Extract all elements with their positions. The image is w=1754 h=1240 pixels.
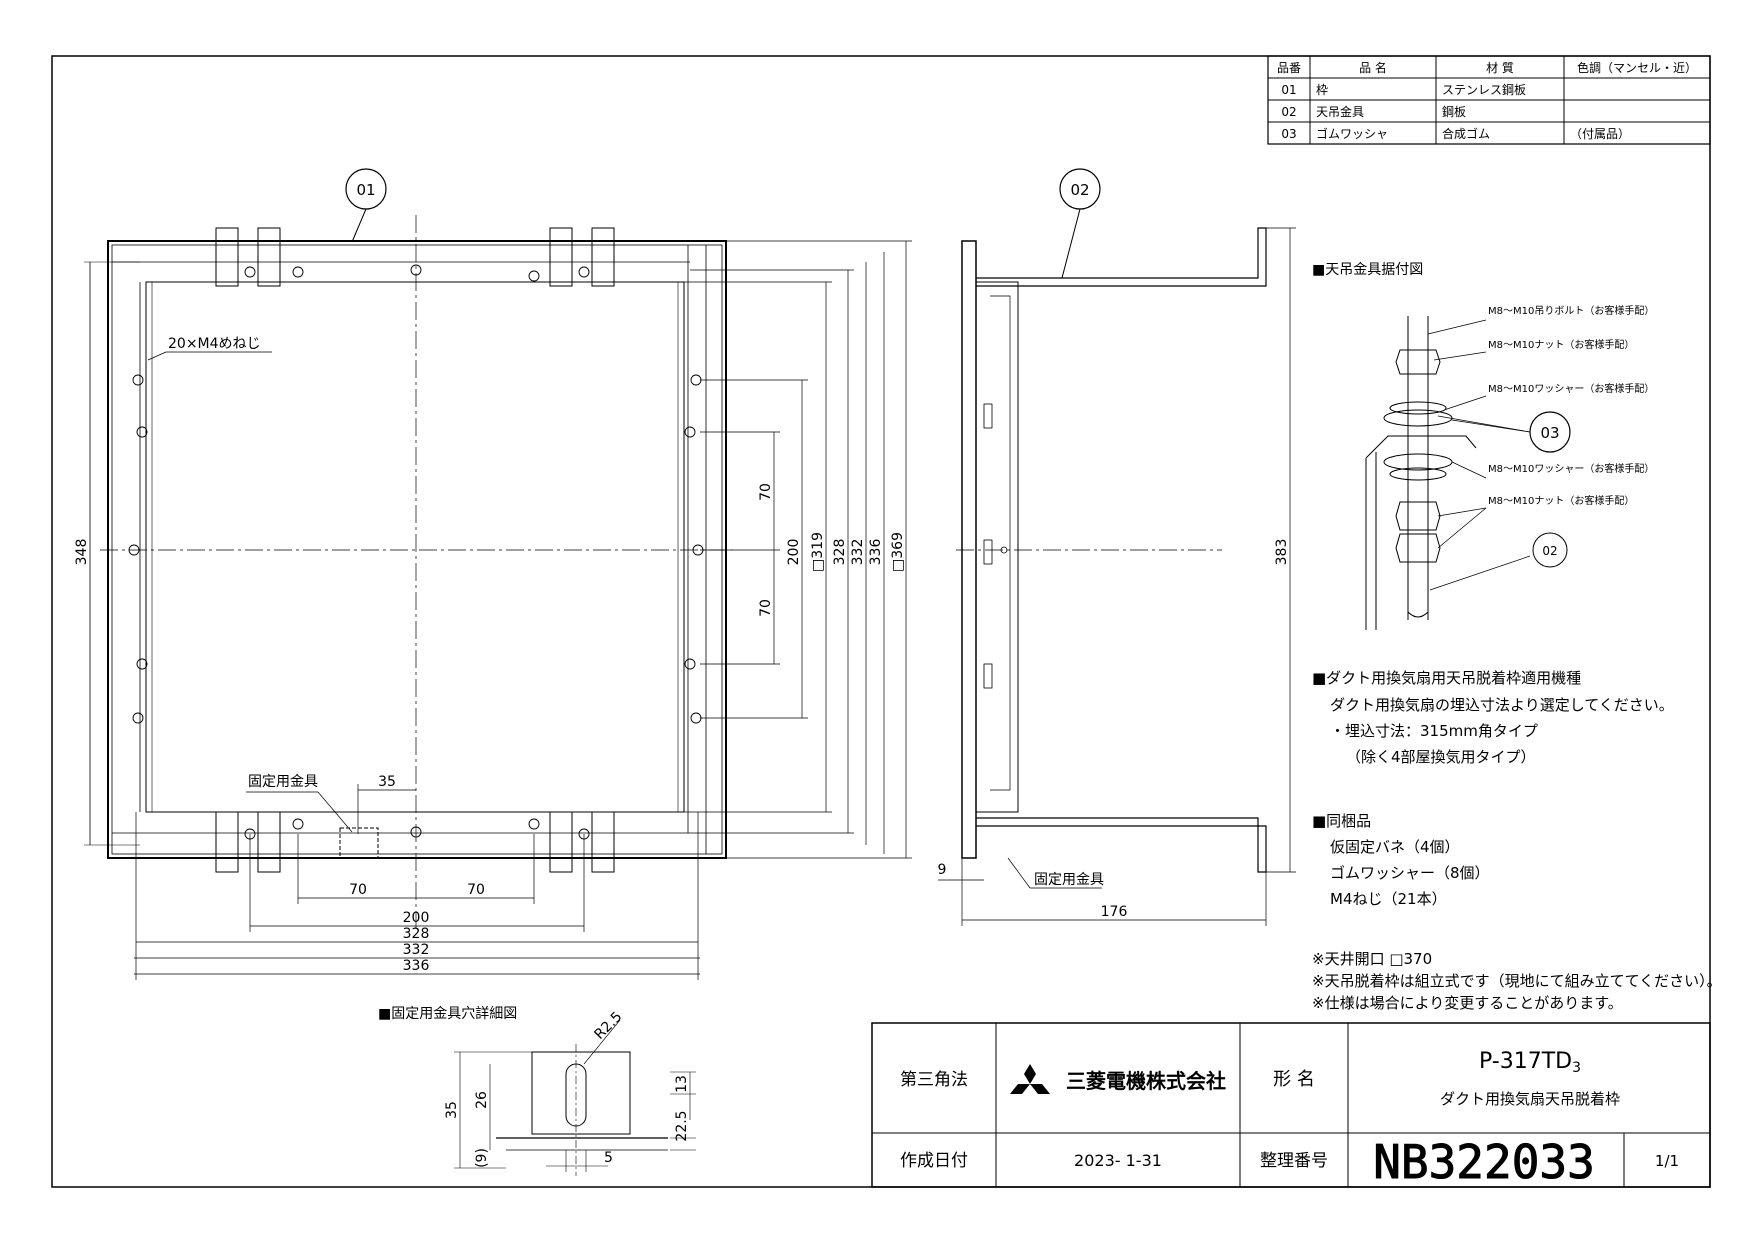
- title-block: [871, 1022, 1711, 1188]
- table-header: 品 名: [1359, 60, 1387, 75]
- table-cell: ステンレス鋼板: [1442, 83, 1526, 97]
- included-line: ゴムワッシャー（8個）: [1330, 864, 1490, 882]
- install-title: ■天吊金具据付図: [1312, 262, 1423, 278]
- hole-detail: [454, 1019, 696, 1176]
- dim-26: 26: [474, 1091, 490, 1109]
- table-cell: 02: [1281, 105, 1296, 119]
- table-header: 品番: [1277, 61, 1301, 75]
- table-cell: 枠: [1316, 83, 1328, 97]
- dim-h200: 200: [403, 910, 430, 926]
- table-cell: 鋼板: [1442, 105, 1466, 119]
- install-label: M8～M10吊りボルト（お客様手配）: [1488, 304, 1654, 317]
- company-name: 三菱電機株式会社: [1066, 1069, 1226, 1093]
- install-diagram-labels: ■天吊金具据付図 M8～M10吊りボルト（お客様手配） M8～M10ナット（お客…: [1312, 262, 1654, 558]
- table-cell: 天吊金具: [1316, 104, 1364, 119]
- hole-detail-title: ■固定用金具穴詳細図: [378, 1006, 517, 1022]
- dim-35: 35: [444, 1101, 460, 1119]
- fixing-bracket-label: 固定用金具: [248, 774, 318, 790]
- drawing-no-label: 整理番号: [1260, 1151, 1328, 1171]
- callout-02: 02: [1070, 181, 1089, 199]
- models-line: ・埋込寸法：315mm角タイプ: [1330, 722, 1538, 740]
- dim-h336: 336: [403, 958, 430, 974]
- included-line: 仮固定バネ（4個）: [1330, 838, 1460, 856]
- included-title: ■同梱品: [1312, 812, 1371, 830]
- models-line: （除く4部屋換気用タイプ）: [1346, 748, 1536, 766]
- install-label: M8～M10ワッシャー（お客様手配）: [1488, 462, 1654, 475]
- table-cell: （付属品）: [1570, 127, 1630, 141]
- callout-01: 01: [356, 181, 375, 199]
- projection-label: 第三角法: [900, 1070, 968, 1090]
- install-diagram: [1365, 316, 1571, 630]
- model-number: P-317TD3: [1479, 1049, 1581, 1076]
- install-label: M8～M10ナット（お客様手配）: [1488, 494, 1634, 507]
- dim-v70b: 70: [758, 599, 774, 617]
- dim-22-5: 22.5: [674, 1110, 690, 1141]
- front-view-labels: 20×M4めねじ 固定用金具 01 348 70 70 200 □319 328…: [74, 181, 906, 974]
- company-logo-icon: [1010, 1064, 1050, 1094]
- dim-5: 5: [604, 1150, 613, 1166]
- footnote: ※天吊脱着枠は組立式です（現地にて組み立ててください）。: [1312, 972, 1722, 990]
- date-value: 2023- 1-31: [1074, 1151, 1162, 1170]
- dim-v336: 336: [868, 539, 884, 566]
- side-view: [938, 168, 1296, 926]
- notes: ■ダクト用換気扇用天吊脱着枠適用機種 ダクト用換気扇の埋込寸法より選定してくださ…: [1312, 669, 1722, 1012]
- table-header: 材 質: [1486, 60, 1514, 75]
- install-label: M8～M10ワッシャー（お客様手配）: [1488, 382, 1654, 395]
- product-name: ダクト用換気扇天吊脱着枠: [1440, 1090, 1620, 1108]
- table-cell: 01: [1281, 83, 1296, 97]
- date-label: 作成日付: [900, 1151, 968, 1171]
- dim-9: 9: [938, 862, 947, 878]
- included-line: M4ねじ（21本）: [1330, 890, 1447, 908]
- dim-v369: □369: [890, 532, 906, 572]
- sheet-number: 1/1: [1655, 1152, 1679, 1170]
- callout-02-small: 02: [1542, 544, 1557, 558]
- models-title: ■ダクト用換気扇用天吊脱着枠適用機種: [1312, 669, 1581, 687]
- dim-176: 176: [1101, 904, 1128, 920]
- table-cell: ゴムワッシャ: [1316, 126, 1388, 141]
- install-label: M8～M10ナット（お客様手配）: [1488, 338, 1634, 351]
- parts-table: 品番 品 名 材 質 色調（マンセル・近） 01 枠 ステンレス鋼板 02 天吊…: [1267, 55, 1711, 145]
- models-line: ダクト用換気扇の埋込寸法より選定してください。: [1330, 696, 1674, 714]
- dim-13: 13: [674, 1075, 690, 1093]
- dim-v200: 200: [786, 539, 802, 566]
- dim-r2-5: R2.5: [592, 1009, 626, 1043]
- dim-h70a: 70: [349, 882, 367, 898]
- dim-h328: 328: [403, 926, 430, 942]
- dim-h332: 332: [403, 942, 430, 958]
- front-view: [84, 168, 912, 980]
- side-fixing-bracket-label: 固定用金具: [1034, 872, 1104, 888]
- table-cell: 03: [1281, 127, 1296, 141]
- dim-v70a: 70: [758, 483, 774, 501]
- table-cell: 合成ゴム: [1442, 126, 1490, 141]
- model-label: 形 名: [1273, 1069, 1315, 1090]
- sheet-border: [51, 55, 1711, 1188]
- footnote: ※仕様は場合により変更することがあります。: [1312, 994, 1623, 1012]
- dim-v328: 328: [832, 539, 848, 566]
- footnote: ※天井開口 □370: [1312, 950, 1432, 968]
- side-view-labels: 02 383 9 176 固定用金具: [938, 181, 1290, 920]
- drawing-number: NB322033: [1373, 1135, 1595, 1189]
- dim-v319: □319: [810, 532, 826, 572]
- table-header: 色調（マンセル・近）: [1577, 61, 1697, 75]
- dim-9: (9): [474, 1148, 490, 1168]
- dim-h70b: 70: [467, 882, 485, 898]
- title-block-labels: 第三角法 三菱電機株式会社 形 名 P-317TD3 ダクト用換気扇天吊脱着枠 …: [900, 1049, 1679, 1190]
- callout-03: 03: [1540, 424, 1559, 442]
- dim-348: 348: [74, 539, 90, 566]
- dim-v332: 332: [850, 539, 866, 566]
- hole-detail-labels: ■固定用金具穴詳細図 R2.5 35 26 (9) 13 22.5 5: [378, 1006, 690, 1168]
- screw-note: 20×M4めねじ: [168, 336, 261, 352]
- dim-h35: 35: [378, 774, 396, 790]
- dim-383: 383: [1274, 539, 1290, 566]
